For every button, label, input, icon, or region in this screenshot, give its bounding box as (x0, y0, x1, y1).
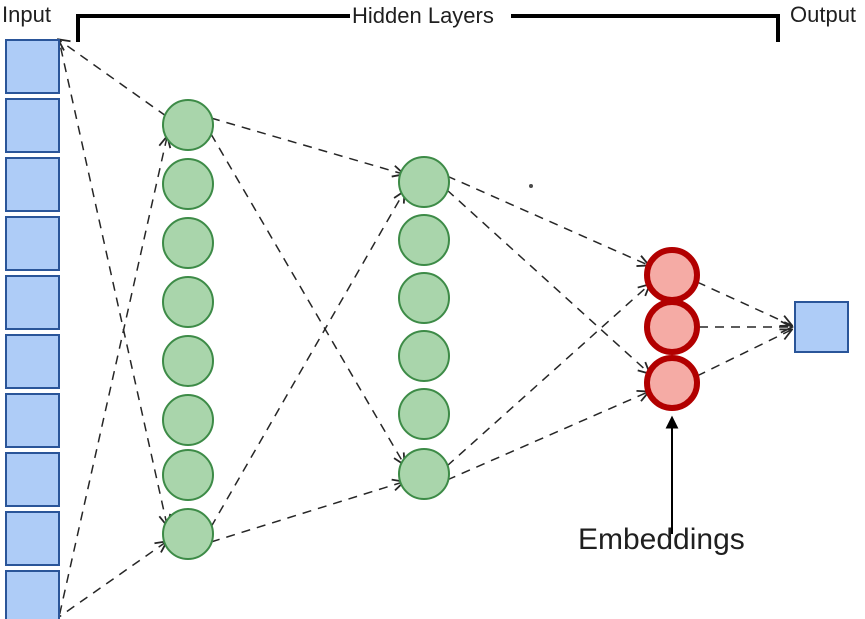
hidden-node[interactable] (162, 217, 214, 269)
input-node[interactable] (5, 570, 60, 619)
edge-h1top-h2bottom (210, 133, 404, 464)
edge-h1top-h2top (210, 117, 403, 174)
hidden-node[interactable] (162, 335, 214, 387)
input-node[interactable] (5, 452, 60, 507)
embedding-layer (644, 247, 700, 411)
edge-h2top-emb-bottom (446, 189, 649, 373)
stray-dot-artifact (529, 184, 533, 188)
hidden-node[interactable] (398, 388, 450, 440)
edges-hidden2-to-embeddings (446, 175, 649, 481)
hidden-node[interactable] (398, 330, 450, 382)
edges-embeddings-to-output (696, 281, 791, 377)
input-node[interactable] (5, 39, 60, 94)
edges-input-to-hidden1 (58, 39, 167, 618)
edge-h1bottom-h2top (210, 192, 404, 528)
hidden-node[interactable] (162, 276, 214, 328)
edge-h1bottom-h2bottom (210, 482, 403, 543)
edge-h2top-emb-top (446, 175, 648, 265)
hidden-node[interactable] (162, 394, 214, 446)
input-layer (5, 39, 60, 619)
label-embeddings: Embeddings (578, 523, 745, 556)
input-node[interactable] (5, 157, 60, 212)
hidden-node[interactable] (398, 272, 450, 324)
input-node[interactable] (5, 393, 60, 448)
embedding-node[interactable] (644, 355, 700, 411)
edge-input-top-hidden1-bottom (58, 39, 167, 525)
input-node[interactable] (5, 275, 60, 330)
label-hidden-layers: Hidden Layers (352, 3, 494, 28)
label-output: Output (790, 2, 857, 27)
hidden-node[interactable] (162, 99, 214, 151)
edges-hidden1-to-hidden2 (210, 117, 404, 543)
edge-emb-bottom-output (696, 330, 791, 377)
edge-input-bottom-hidden1-bottom (58, 542, 166, 618)
hidden-node[interactable] (398, 448, 450, 500)
hidden-node[interactable] (162, 158, 214, 210)
edge-input-top-hidden1-top (59, 40, 167, 117)
hidden-node[interactable] (162, 508, 214, 560)
edge-h2bottom-emb-bottom (446, 392, 648, 481)
label-input: Input (2, 2, 51, 27)
input-node[interactable] (5, 334, 60, 389)
edge-input-bottom-hidden1-top (58, 137, 167, 618)
edge-h2bottom-emb-top (446, 285, 649, 467)
hidden-layers-bracket (76, 14, 780, 42)
hidden-layer-2 (398, 156, 450, 500)
edge-emb-top-output (696, 281, 791, 325)
embedding-node[interactable] (644, 299, 700, 355)
hidden-node[interactable] (398, 156, 450, 208)
input-node[interactable] (5, 216, 60, 271)
input-node[interactable] (5, 98, 60, 153)
input-node[interactable] (5, 511, 60, 566)
output-node[interactable] (794, 301, 849, 353)
embedding-node[interactable] (644, 247, 700, 303)
hidden-layer-1 (162, 99, 214, 560)
hidden-node[interactable] (162, 449, 214, 501)
hidden-node[interactable] (398, 214, 450, 266)
